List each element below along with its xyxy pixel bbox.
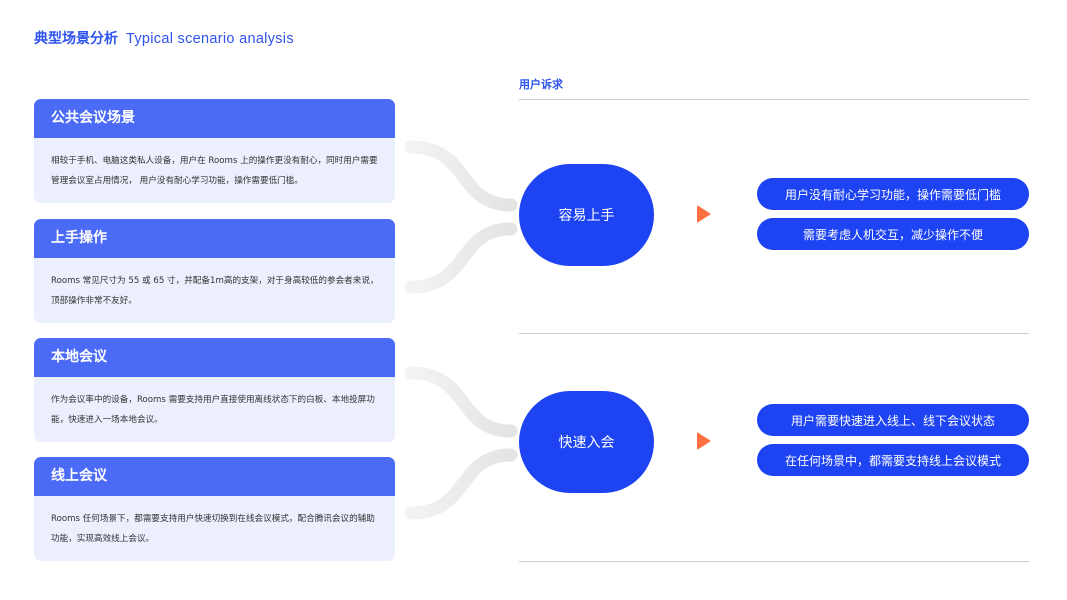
scenario-card-title: 本地会议 (34, 338, 395, 377)
scenario-card-body: Rooms 任何场景下，都需要支持用户快速切换到在线会议模式，配合腾讯会议的辅助… (51, 514, 375, 544)
play-triangle-icon (697, 432, 711, 450)
page-title-cn: 典型场景分析 (34, 31, 118, 47)
scenario-card-title: 线上会议 (34, 457, 395, 496)
need-group-quick-join: 快速入会 (519, 391, 654, 493)
connector-curve-1 (404, 140, 518, 212)
scenario-card-body: Rooms 常见尺寸为 55 或 65 寸，并配备1m高的支架，对于身高较低的参… (51, 276, 379, 306)
play-triangle-icon (697, 205, 711, 223)
need-group-easy-start: 容易上手 (519, 164, 654, 266)
divider-middle (519, 333, 1029, 334)
divider-bottom (519, 561, 1029, 562)
scenario-card-body: 作为会议率中的设备，Rooms 需要支持用户直接使用离线状态下的白板、本地投屏功… (51, 395, 375, 425)
divider-top (519, 99, 1029, 100)
connector-curves (404, 140, 518, 520)
user-needs-label: 用户诉求 (519, 78, 563, 91)
scenario-card-public-meeting: 公共会议场景 相较于手机、电脑这类私人设备，用户在 Rooms 上的操作更没有耐… (34, 99, 395, 203)
scenario-card-online-meeting: 线上会议 Rooms 任何场景下，都需要支持用户快速切换到在线会议模式，配合腾讯… (34, 457, 395, 561)
need-pill: 用户没有耐心学习功能，操作需要低门槛 (757, 178, 1029, 210)
scenario-card-body: 相较于手机、电脑这类私人设备，用户在 Rooms 上的操作更没有耐心，同时用户需… (51, 156, 378, 186)
need-pill: 需要考虑人机交互，减少操作不便 (757, 218, 1029, 250)
connector-curve-4 (404, 448, 518, 520)
need-pill: 用户需要快速进入线上、线下会议状态 (757, 404, 1029, 436)
need-pill: 在任何场景中，都需要支持线上会议模式 (757, 444, 1029, 476)
connector-curve-3 (404, 366, 518, 438)
page-title: 典型场景分析 Typical scenario analysis (34, 28, 294, 48)
scenario-card-title: 公共会议场景 (34, 99, 395, 138)
page-title-en: Typical scenario analysis (126, 31, 294, 47)
scenario-card-title: 上手操作 (34, 219, 395, 258)
scenario-card-easy-operation: 上手操作 Rooms 常见尺寸为 55 或 65 寸，并配备1m高的支架，对于身… (34, 219, 395, 323)
connector-curve-2 (404, 222, 518, 294)
scenario-card-local-meeting: 本地会议 作为会议率中的设备，Rooms 需要支持用户直接使用离线状态下的白板、… (34, 338, 395, 442)
